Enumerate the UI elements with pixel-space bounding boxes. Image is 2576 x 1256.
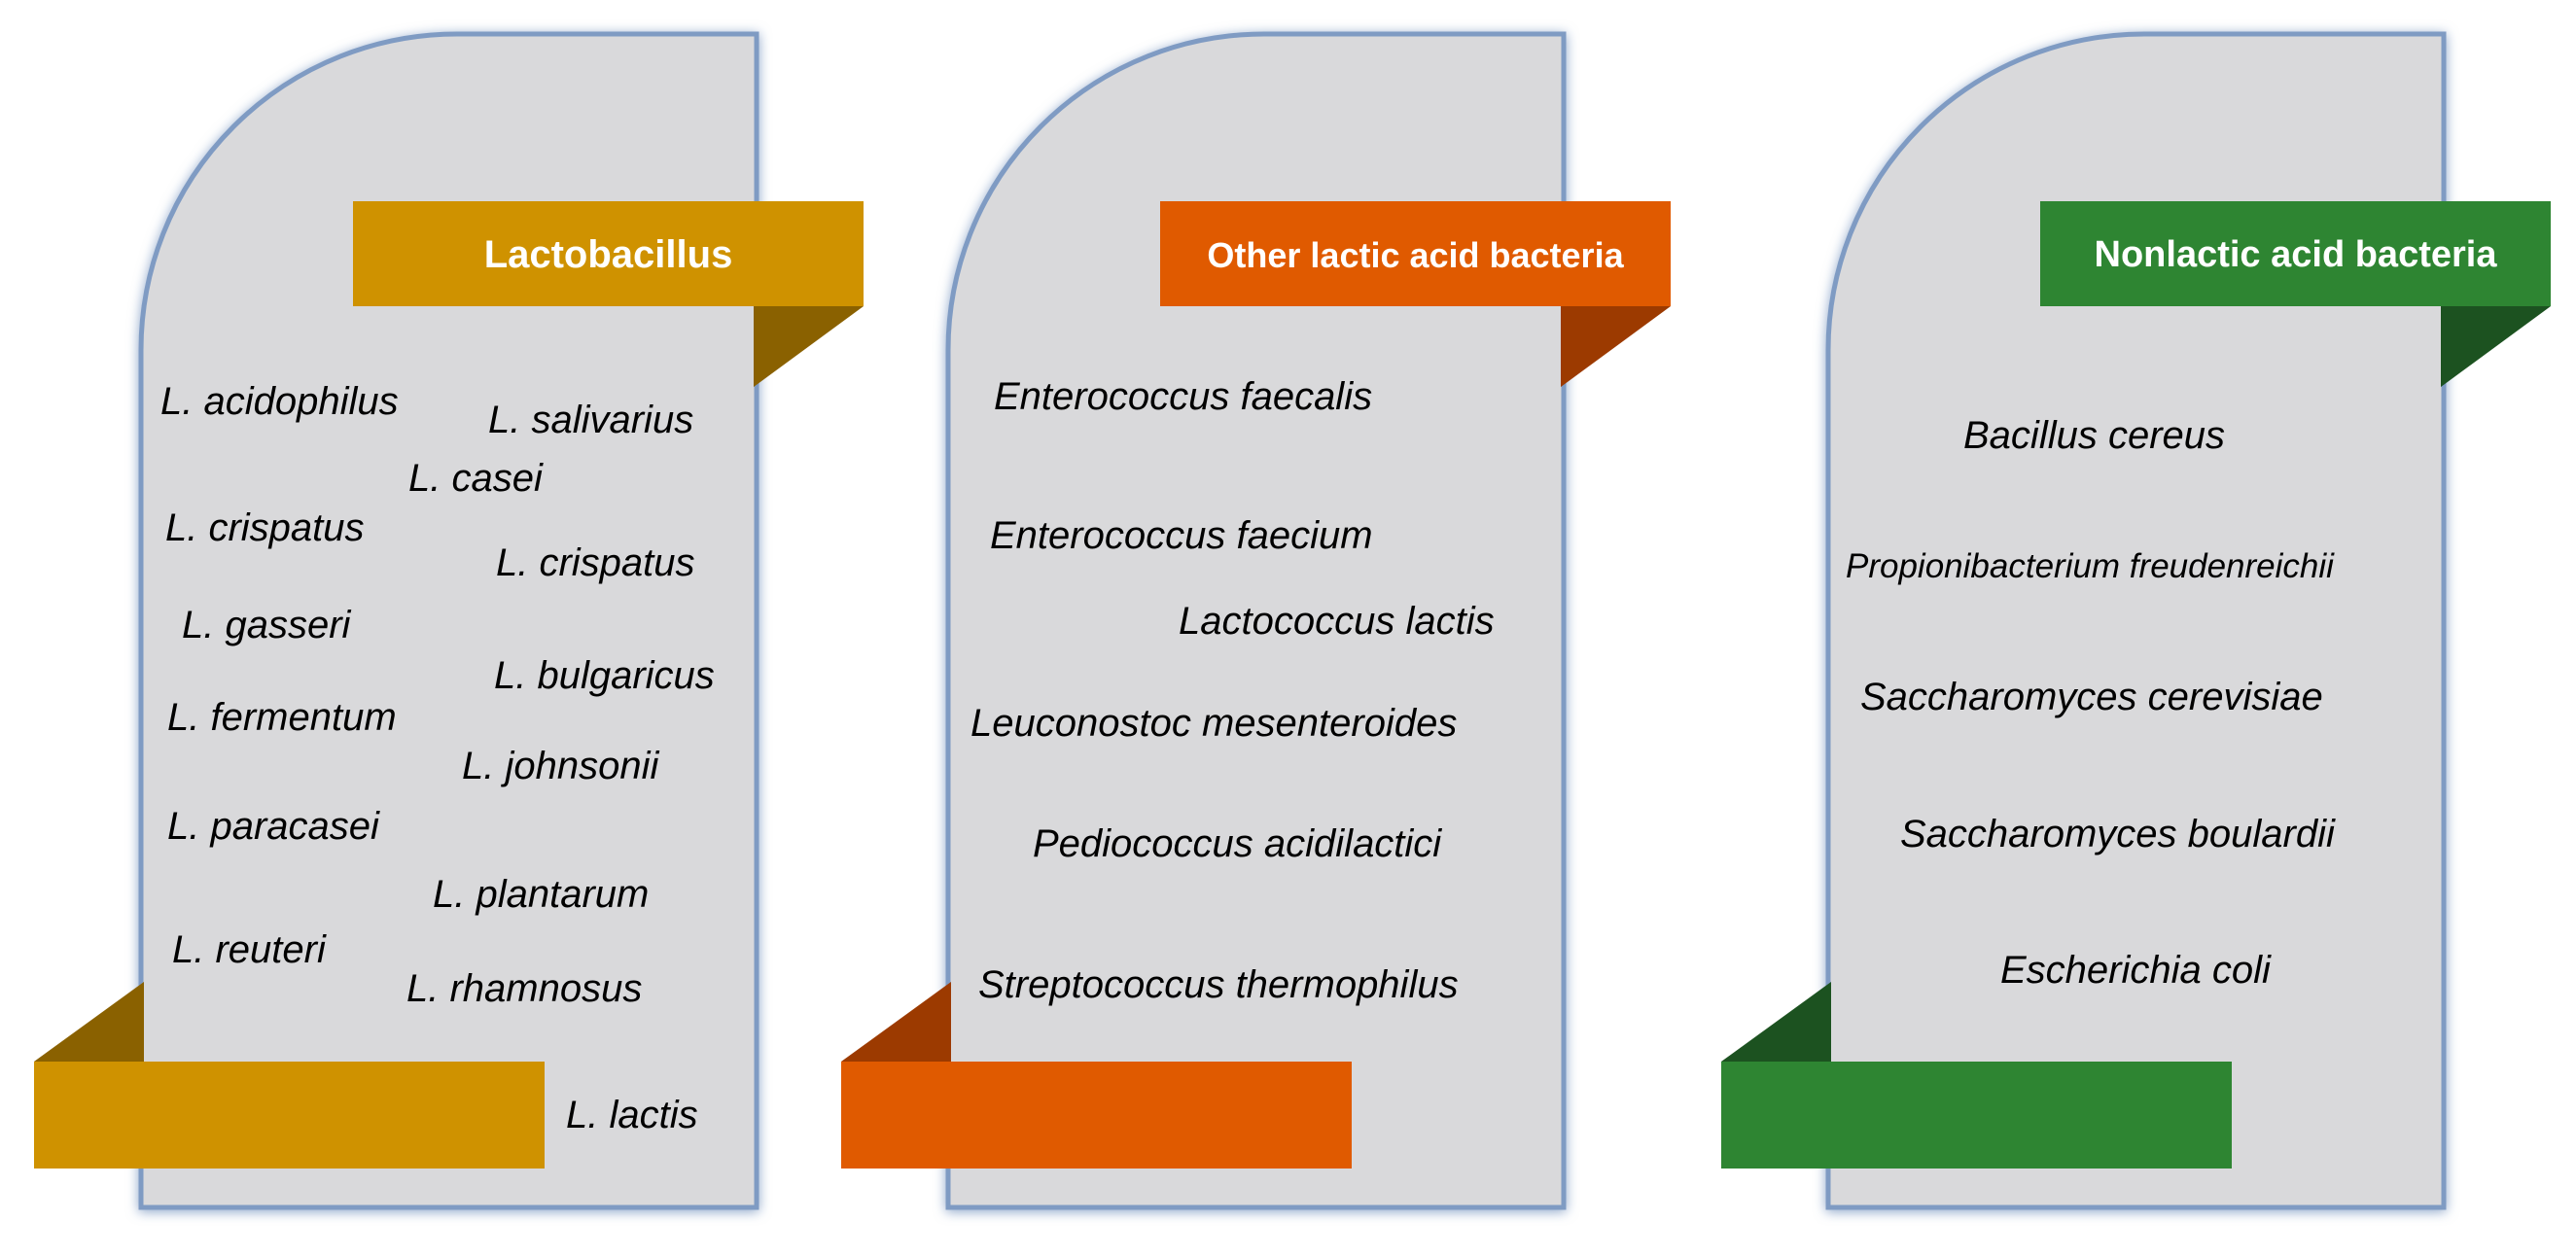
species-label: L. paracasei xyxy=(167,805,379,848)
species-label: L. fermentum xyxy=(167,696,397,739)
species-label: L. salivarius xyxy=(488,399,694,441)
panel-title: Nonlactic acid bacteria xyxy=(2094,234,2497,275)
card-background xyxy=(841,31,1671,1210)
banner-bottom xyxy=(34,1062,545,1169)
species-label: L. gasseri xyxy=(182,604,351,646)
species-label: Propionibacterium freudenreichii xyxy=(1846,547,2334,585)
species-label: Lactococcus lactis xyxy=(1179,600,1495,643)
species-label: Pediococcus acidilactici xyxy=(1033,822,1442,865)
card-shape xyxy=(945,31,1567,1210)
banner-fold-top xyxy=(754,306,864,387)
banner-fold-bottom xyxy=(1721,982,1831,1062)
banner-bottom xyxy=(841,1062,1352,1169)
banner-top xyxy=(353,201,864,306)
species-label: Enterococcus faecalis xyxy=(994,375,1373,418)
banner-bottom xyxy=(1721,1062,2232,1169)
species-label: Escherichia coli xyxy=(2000,949,2271,992)
species-label: L. lactis xyxy=(566,1094,698,1136)
species-label: L. reuteri xyxy=(172,928,326,971)
card-background xyxy=(1721,31,2551,1210)
species-label: Bacillus cereus xyxy=(1963,414,2226,457)
species-label: L. johnsonii xyxy=(462,745,659,787)
species-label: Saccharomyces boulardii xyxy=(1900,813,2335,855)
panel-other-lactic-acid-bacteria: Other lactic acid bacteria Enterococcus … xyxy=(807,0,1682,1256)
species-label: L. casei xyxy=(408,457,543,500)
banner-fold-bottom xyxy=(34,982,144,1062)
species-label: Enterococcus faecium xyxy=(990,514,1373,557)
panel-nonlactic-acid-bacteria: Nonlactic acid bacteria Bacillus cereus … xyxy=(1687,0,2562,1256)
banner-fold-bottom xyxy=(841,982,951,1062)
species-label: L. plantarum xyxy=(433,873,650,916)
panel-title: Lactobacillus xyxy=(483,233,733,276)
banner-top xyxy=(1160,201,1671,306)
species-label: L. crispatus xyxy=(165,506,365,549)
panel-title: Other lactic acid bacteria xyxy=(1207,235,1624,275)
species-label: L. bulgaricus xyxy=(494,654,715,697)
banner-fold-top xyxy=(2441,306,2551,387)
banner-fold-top xyxy=(1561,306,1671,387)
species-label: L. crispatus xyxy=(496,541,695,584)
species-label: Streptococcus thermophilus xyxy=(978,963,1459,1006)
card-shape xyxy=(138,31,759,1210)
card-background xyxy=(34,31,864,1210)
card-shape xyxy=(1825,31,2447,1210)
species-label: Saccharomyces cerevisiae xyxy=(1860,676,2323,718)
species-label: L. acidophilus xyxy=(160,380,399,423)
species-label: Leuconostoc mesenteroides xyxy=(970,702,1458,745)
species-label: L. rhamnosus xyxy=(406,967,643,1010)
banner-top xyxy=(2040,201,2551,306)
panel-lactobacillus: Lactobacillus L. acidophilus L. salivari… xyxy=(0,0,875,1256)
